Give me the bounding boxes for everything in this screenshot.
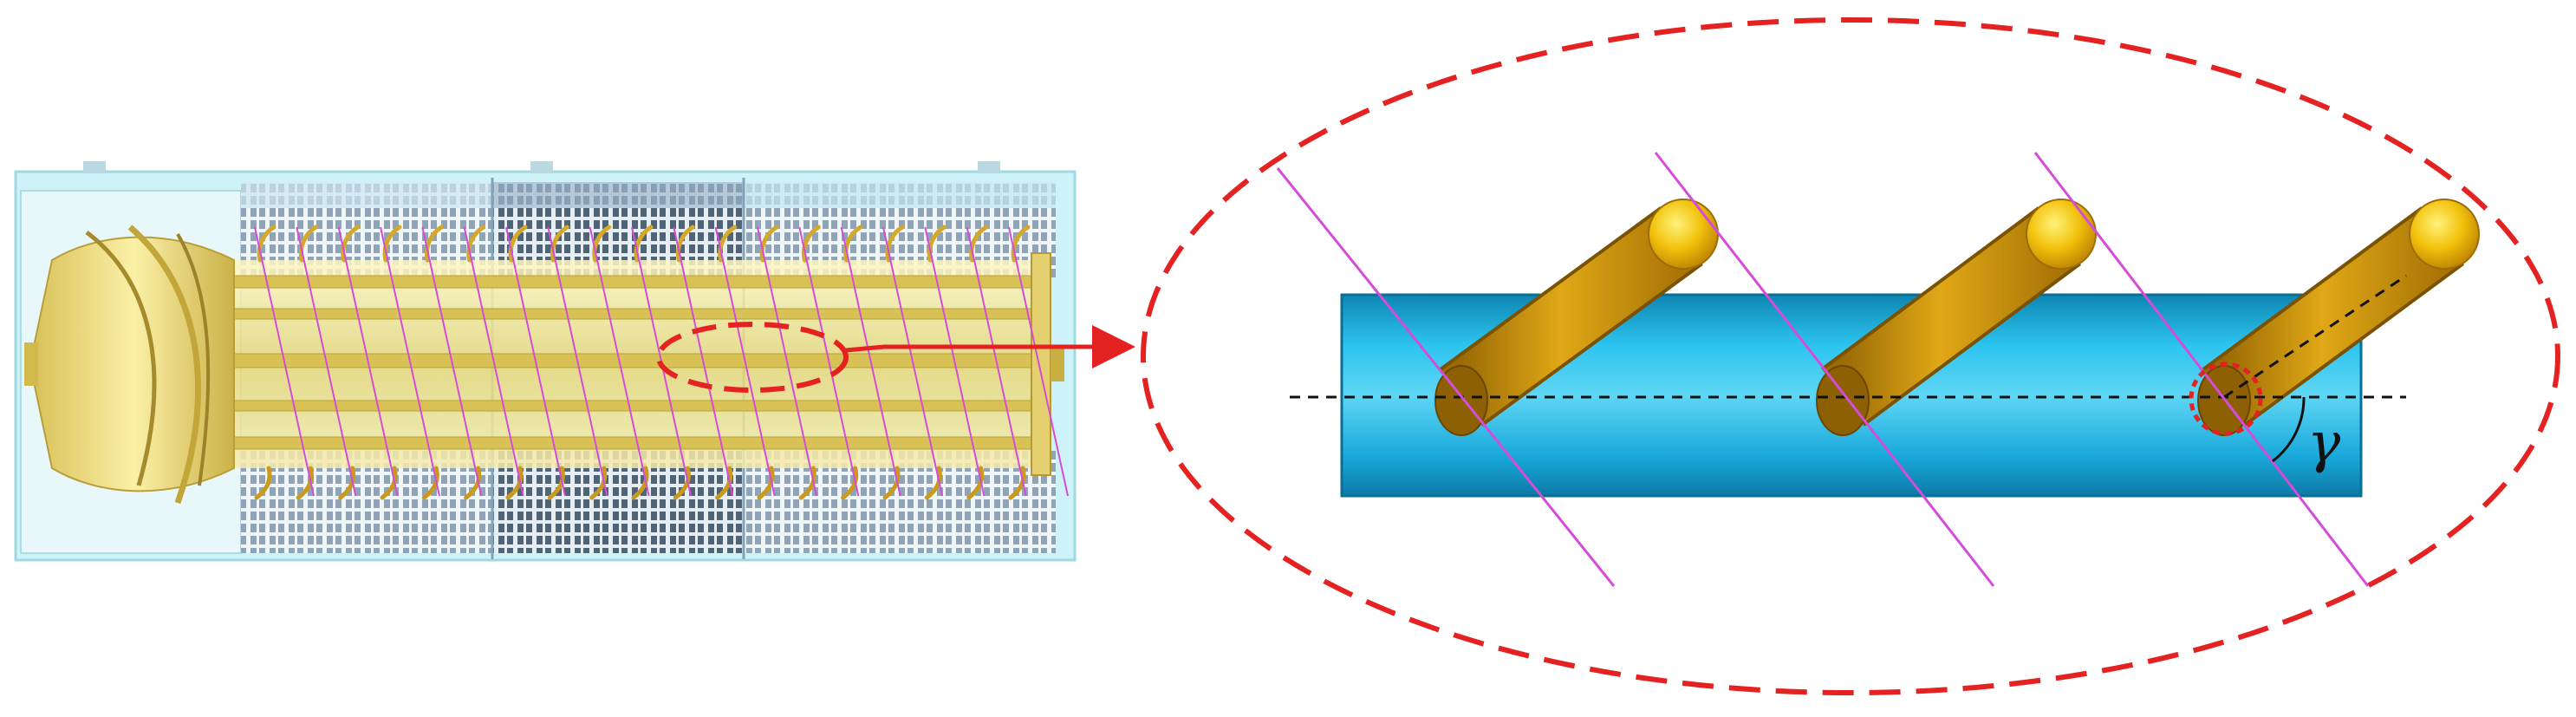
machine-tooth-upper (885, 225, 905, 263)
machine-helix-line (714, 226, 776, 497)
machine-tooth-upper (508, 225, 528, 263)
machine-tooth-upper (801, 225, 821, 263)
highlight-ellipse-small (656, 322, 849, 393)
machine-tooth-upper (550, 225, 569, 263)
machine-helix-line (380, 226, 440, 497)
machine-tooth-lower (924, 466, 942, 500)
mount-tab-middle (530, 161, 553, 173)
machine-tooth-upper (969, 225, 989, 263)
machine-helix-line (1008, 226, 1069, 497)
tooth-3 (2197, 199, 2480, 436)
feed-auger (24, 225, 235, 505)
machine-tooth-upper (843, 225, 863, 263)
machine-helix-line (882, 226, 943, 497)
machine-tooth-upper (718, 225, 738, 263)
angle-arc (2272, 396, 2306, 463)
helix-line-3 (2033, 152, 2370, 587)
machine-tooth-lower (798, 466, 816, 500)
machine-teeth (254, 225, 1031, 500)
mount-tab-left (83, 161, 106, 173)
machine-helix-line (337, 226, 399, 497)
mount-tab-right (978, 161, 1000, 173)
drum-end-cap (1031, 252, 1064, 476)
machine-tooth-lower (631, 466, 649, 500)
machine-tooth-lower (589, 466, 608, 500)
tooth-1 (1434, 199, 1719, 436)
machine-helix-line (421, 226, 483, 497)
machine-helix-line (254, 226, 315, 497)
machine-tooth-lower (296, 466, 314, 500)
machine-helix-line (798, 226, 860, 497)
tooth-root-highlight (2189, 362, 2263, 436)
machine-tooth-lower (715, 466, 733, 500)
machine-helix-line (505, 226, 566, 497)
detail-view: γ (1141, 17, 2560, 695)
machine-tooth-upper (341, 225, 361, 263)
machine-helix-line (840, 226, 901, 497)
machine-tooth-lower (841, 466, 859, 500)
machine-helix-line (966, 226, 1027, 497)
angle-label: γ (2307, 411, 2341, 475)
machine-tooth-lower (757, 466, 775, 500)
tooth-2 (1816, 199, 2097, 436)
machine-helix-line (673, 226, 734, 497)
machine-tooth-lower (1008, 466, 1026, 500)
machine-tooth-upper (759, 225, 779, 263)
machine-helix-line (757, 226, 817, 497)
machine-helix-line (924, 226, 986, 497)
machine-helix-line (296, 226, 357, 497)
zoom-arrow (845, 325, 1135, 368)
machine-tooth-upper (927, 225, 946, 263)
machine-tooth-upper (257, 225, 276, 263)
machine-helix-line (463, 226, 524, 497)
machine-tooth-upper (592, 225, 612, 263)
detail-ellipse (1141, 17, 2560, 695)
machine-helix-lines (254, 226, 1069, 497)
machine-tooth-lower (421, 466, 439, 500)
machine-tooth-lower (505, 466, 524, 500)
machine-overview (14, 161, 1077, 562)
helix-line-1 (1276, 167, 1616, 587)
machine-tooth-upper (298, 225, 318, 263)
machine-tooth-lower (966, 466, 985, 500)
machine-tooth-upper (675, 225, 695, 263)
machine-tooth-lower (882, 466, 901, 500)
machine-tooth-lower (380, 466, 398, 500)
machine-helix-line (589, 226, 650, 497)
helix-lines (1276, 152, 2370, 587)
machine-tooth-upper (466, 225, 486, 263)
machine-tooth-lower (338, 466, 356, 500)
machine-tooth-lower (254, 466, 272, 500)
machine-tooth-upper (1011, 225, 1031, 263)
machine-tooth-upper (424, 225, 444, 263)
machine-tooth-lower (673, 466, 691, 500)
machine-tooth-upper (634, 225, 654, 263)
machine-helix-line (547, 226, 608, 497)
machine-tooth-lower (547, 466, 565, 500)
helix-line-2 (1654, 152, 1995, 587)
machine-tooth-upper (382, 225, 402, 263)
machine-tooth-lower (464, 466, 482, 500)
